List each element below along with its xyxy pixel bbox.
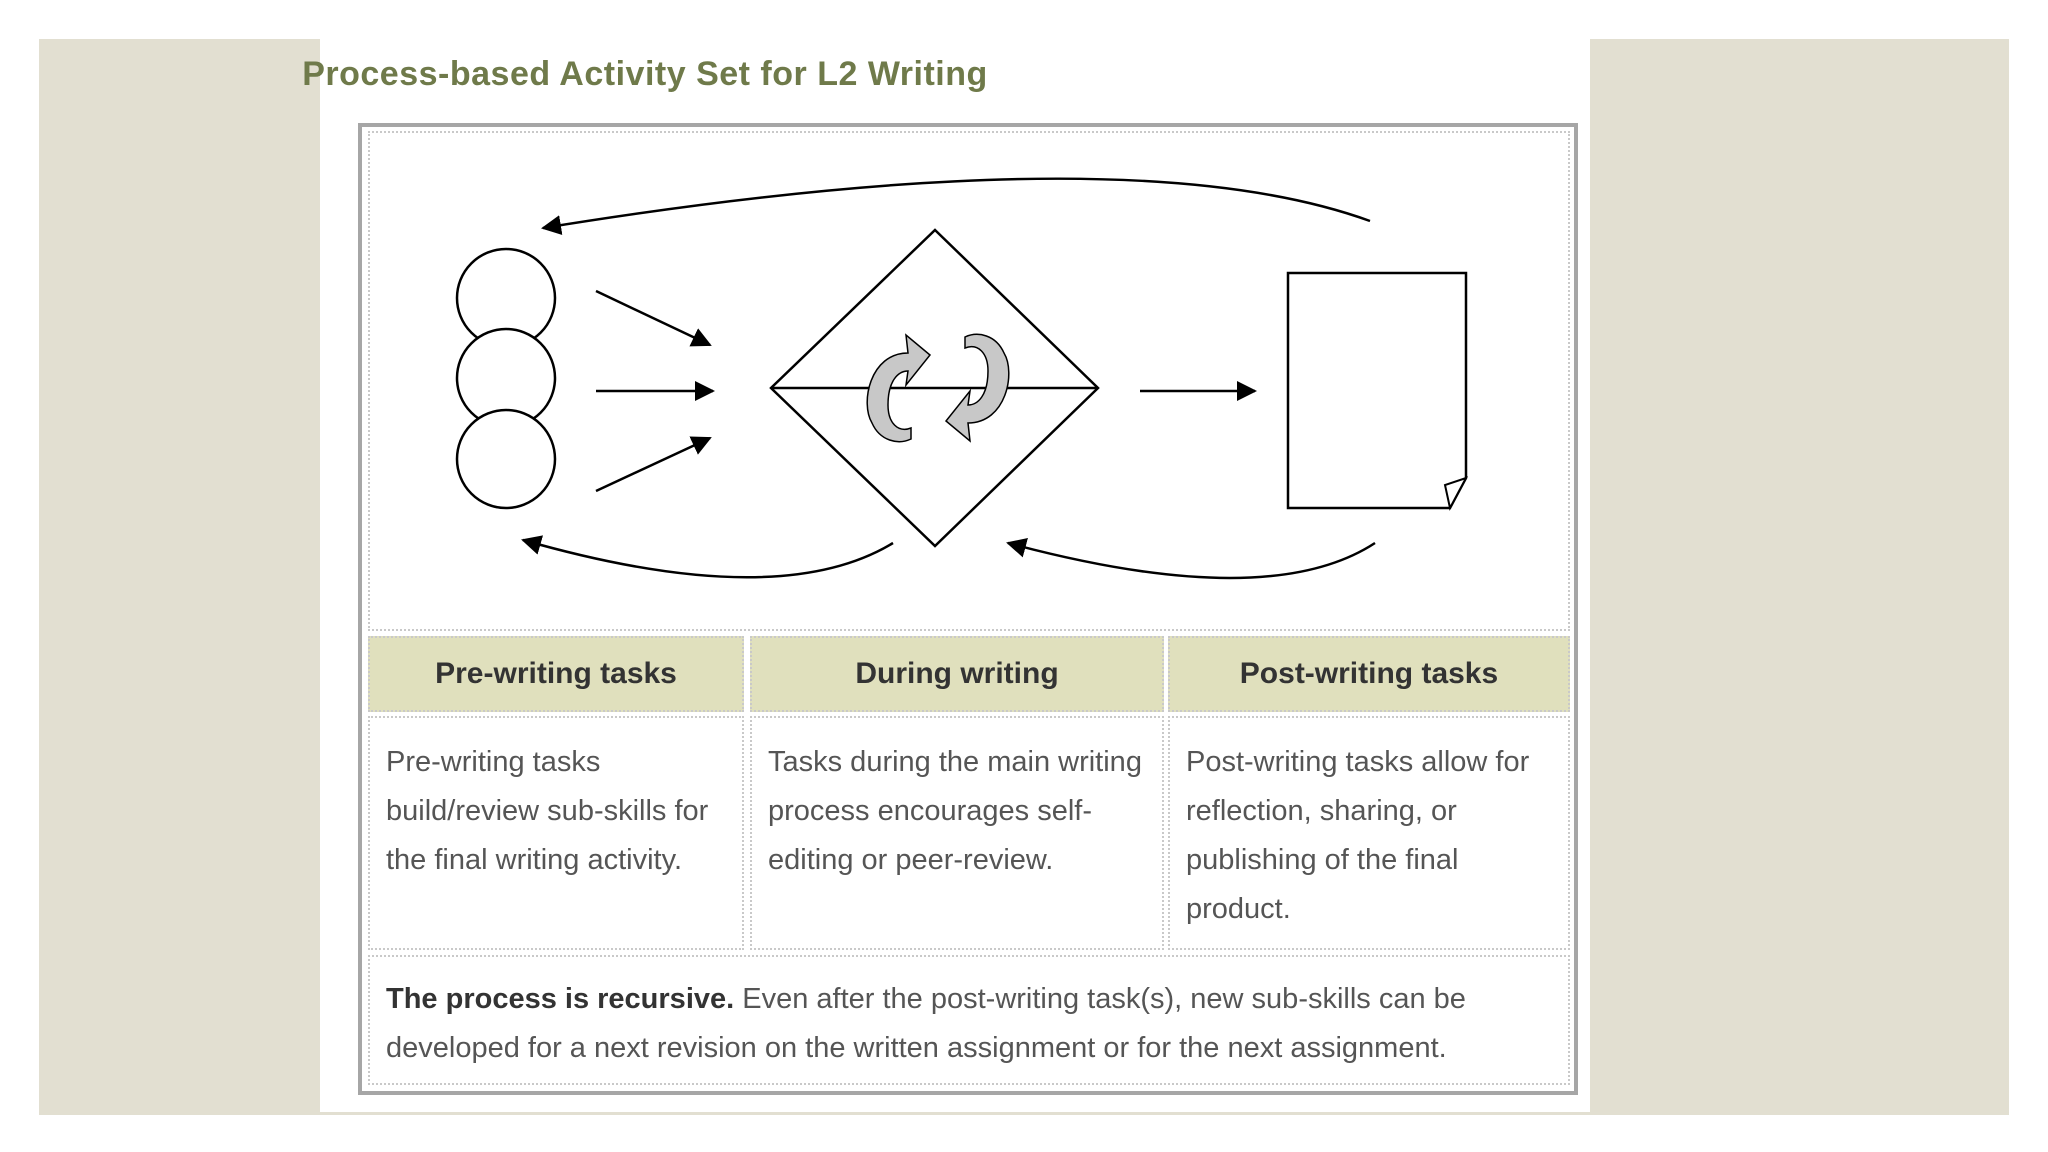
- column-header-pre-writing: Pre-writing tasks: [368, 636, 744, 712]
- recursive-arrow-top: [541, 177, 1371, 235]
- subskill-circle-3: [455, 408, 557, 510]
- column-body-post-writing: Post-writing tasks allow for reflection,…: [1168, 716, 1570, 950]
- arrow-circles-to-diamond-lower: [595, 436, 712, 493]
- diagram-area: [368, 131, 1570, 631]
- column-header-during-writing: During writing: [750, 636, 1164, 712]
- arrow-circles-to-diamond-upper: [595, 289, 712, 347]
- recursive-arrows-icon: [866, 333, 1010, 443]
- recursive-arrow-bottom-left: [521, 535, 894, 579]
- recursive-note-bold: The process is recursive.: [386, 983, 735, 1015]
- column-header-post-writing: Post-writing tasks: [1168, 636, 1570, 712]
- document-page-icon: [1286, 271, 1469, 511]
- page-title: Process-based Activity Set for L2 Writin…: [302, 55, 988, 93]
- revision-diamond-icon: [769, 228, 1100, 548]
- recursive-arrow-bottom-right: [1006, 538, 1376, 580]
- column-body-during-writing: Tasks during the main writing process en…: [750, 716, 1164, 950]
- subskill-circle-icon: [455, 247, 557, 510]
- recursive-note: The process is recursive. Even after the…: [368, 955, 1570, 1085]
- recursive-note-text: Even after the post-writing task(s), new…: [386, 983, 1466, 1064]
- column-body-pre-writing: Pre-writing tasks build/review sub-skill…: [368, 716, 744, 950]
- process-diagram: [455, 177, 1469, 580]
